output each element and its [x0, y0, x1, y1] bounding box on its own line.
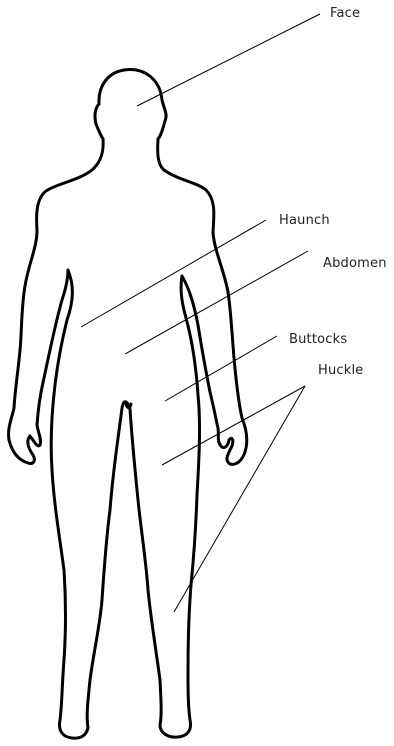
huckle-leader-line-1: [162, 386, 305, 465]
huckle-label: Huckle: [318, 363, 364, 379]
buttocks-label: Buttocks: [289, 332, 347, 348]
face-label: Face: [330, 6, 360, 22]
buttocks-leader-line: [165, 336, 277, 401]
abdomen-leader-line: [125, 251, 308, 354]
body-outline: [9, 139, 247, 738]
head-outline: [95, 70, 166, 139]
face-leader-line: [137, 14, 320, 106]
haunch-leader-line: [81, 220, 266, 327]
haunch-label: Haunch: [279, 213, 330, 229]
huckle-leader-line-2: [174, 386, 305, 612]
abdomen-label: Abdomen: [323, 256, 387, 272]
